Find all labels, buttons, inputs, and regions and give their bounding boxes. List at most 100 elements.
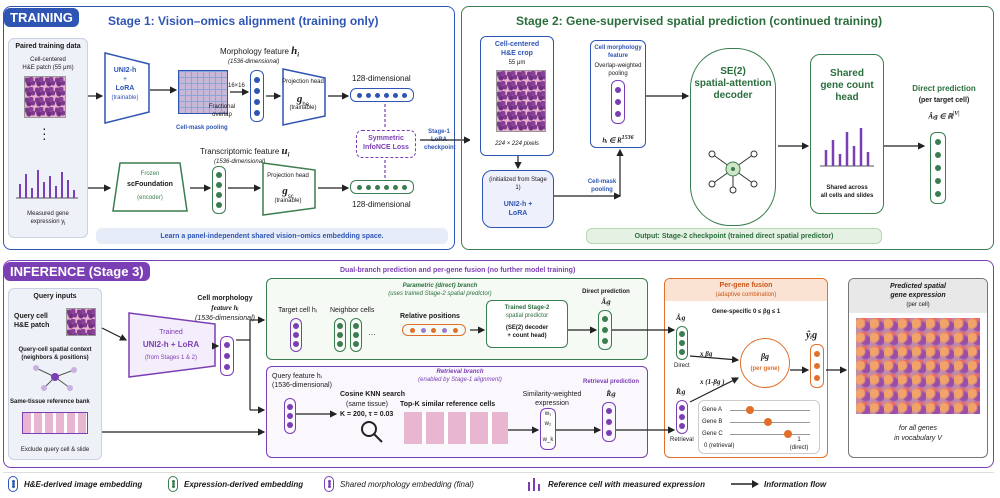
stage2-panel bbox=[461, 6, 994, 250]
gene-spec: Gene-specific 0 ≤ βg ≤ 1 bbox=[712, 309, 781, 315]
training-footer-box bbox=[96, 228, 448, 244]
inference-tag: INFERENCE (Stage 3) bbox=[4, 262, 150, 281]
gene-a: Gene A bbox=[702, 407, 723, 413]
w1: w₁ bbox=[544, 411, 552, 417]
morph-feature-label: Morphology feature hi bbox=[220, 46, 299, 61]
morph-feat2: feature bbox=[607, 53, 628, 59]
sim2: expression bbox=[535, 400, 569, 407]
h-dim: hᵢ ∈ R1536 bbox=[590, 134, 646, 145]
shared2: all cells and slides bbox=[820, 193, 874, 199]
scale0: 0 (retrieval) bbox=[704, 443, 735, 449]
gene-expr-text: expression y bbox=[30, 219, 65, 225]
crop-image bbox=[496, 70, 546, 132]
lora-s2: LoRA bbox=[508, 210, 528, 217]
fusion1: Per-gene fusion bbox=[719, 282, 773, 289]
y-vector bbox=[810, 344, 824, 388]
frozen-label: Frozen bbox=[140, 171, 160, 177]
morph-vector bbox=[250, 70, 264, 122]
morph-dim: (1536-dimensional) bbox=[228, 59, 280, 65]
gene-expr-label2: expression yi bbox=[8, 218, 88, 228]
uni-plus: + bbox=[122, 76, 128, 83]
g-sc-sub: sc bbox=[287, 194, 294, 201]
rel-pos-vector bbox=[402, 324, 466, 336]
cmf3: (1536-dimensional) bbox=[195, 315, 255, 322]
direct-formula-text: Âᵢg ∈ ℝ bbox=[928, 112, 953, 121]
neighbor-vec2 bbox=[350, 318, 362, 352]
direct2: (per target cell) bbox=[918, 97, 970, 104]
stage2-arrows bbox=[514, 92, 926, 200]
mask-pool1: Cell-mask bbox=[587, 179, 617, 185]
direct-vector bbox=[930, 132, 946, 204]
ts2-box bbox=[486, 300, 568, 348]
loss-box bbox=[356, 130, 416, 158]
scale1: 1 bbox=[797, 437, 801, 443]
legend-flow: Information flow bbox=[764, 480, 827, 489]
legend-he: H&E-derived image embedding bbox=[24, 480, 143, 489]
trained-encoder-shape bbox=[128, 312, 216, 378]
stage2-footer: Output: Stage-2 checkpoint (trained dire… bbox=[634, 233, 834, 240]
training-arrows bbox=[88, 86, 470, 192]
gene-expr-sub: i bbox=[64, 221, 66, 228]
y-sym: ŷᵢg bbox=[806, 330, 818, 341]
x-beta: x βg bbox=[700, 350, 713, 358]
pred3: (per cell) bbox=[906, 302, 930, 308]
ckpt-label3: checkpoint bbox=[424, 145, 456, 151]
all-genes2: in vocabulary V bbox=[894, 435, 942, 442]
inference-subtitle: Dual-branch prediction and per-gene fusi… bbox=[340, 267, 576, 274]
pred2: gene expression bbox=[890, 292, 946, 299]
uni-stage2-box bbox=[482, 170, 554, 228]
trained-from: (from Stages 1 & 2) bbox=[144, 355, 198, 361]
ts2-1: Trained Stage-2 bbox=[504, 305, 550, 311]
param2: (uses trained Stage-2 spatial predictor) bbox=[388, 291, 492, 297]
he-patch-image bbox=[24, 76, 66, 118]
cmf-vector bbox=[220, 336, 234, 376]
paired-title: Paired training data bbox=[15, 43, 81, 50]
trained-uni: UNI2-h + LoRA bbox=[142, 340, 200, 349]
cmf2: feature hᵢ bbox=[211, 304, 239, 312]
g-he-sub: he bbox=[302, 102, 310, 109]
target-cell: Target cell hᵢ bbox=[278, 307, 317, 314]
crop-title1: Cell-centered bbox=[494, 41, 540, 48]
gene-expression-bars bbox=[16, 170, 78, 199]
proj-he-trainable: (trainable) bbox=[289, 105, 317, 111]
legend-shared-icon bbox=[324, 476, 334, 492]
per-gene: (per gene) bbox=[750, 366, 780, 372]
scale1b: (direct) bbox=[789, 445, 809, 451]
training-panel bbox=[3, 6, 455, 250]
se2-graph bbox=[708, 150, 758, 194]
crop-title2: H&E crop bbox=[501, 50, 533, 57]
slider-track-c bbox=[730, 434, 810, 435]
gene-expr-label: Measured gene bbox=[27, 211, 69, 217]
spatial2: (neighbors & positions) bbox=[21, 355, 89, 361]
ts2-4: + count head) bbox=[507, 333, 547, 339]
se2-2: spatial-attention bbox=[694, 78, 772, 89]
proj-sc-trainable: (trainable) bbox=[274, 198, 302, 204]
head1: Shared bbox=[830, 68, 864, 79]
stage2-footer-box bbox=[586, 228, 882, 244]
slider-track-a bbox=[730, 410, 810, 411]
training-footer: Learn a panel-independent shared vision–… bbox=[160, 233, 384, 240]
legend-shared: Shared morphology embedding (final) bbox=[340, 480, 474, 489]
grid-label: 16×16 bbox=[228, 83, 245, 89]
morph-feat-vector bbox=[611, 80, 625, 124]
ret2: (enabled by Stage-1 alignment) bbox=[418, 377, 502, 383]
legend-ref: Reference cell with measured expression bbox=[548, 480, 705, 489]
r-vector bbox=[676, 400, 688, 434]
all-genes1: for all genes bbox=[898, 425, 938, 432]
head3: head bbox=[835, 92, 859, 103]
cell-mask-pool: Cell-mask pooling bbox=[176, 125, 228, 131]
pred1: Predicted spatial bbox=[889, 283, 947, 290]
he-embed-vector bbox=[350, 88, 414, 102]
weights-box bbox=[540, 408, 556, 450]
frac-overlap: Fractional overlap bbox=[208, 104, 236, 118]
training-tag: TRAINING bbox=[4, 8, 79, 27]
neighbor-ellipsis: … bbox=[368, 328, 376, 337]
paired-data-box bbox=[8, 38, 88, 238]
query-cell2: H&E patch bbox=[14, 322, 50, 329]
ts2-2: spatial predictor bbox=[505, 313, 549, 319]
neighbor-vec1 bbox=[334, 318, 346, 352]
uni-trainable: (trainable) bbox=[111, 95, 139, 101]
inference-panel bbox=[3, 260, 994, 468]
legend-he-icon bbox=[8, 476, 18, 492]
spatial1: Query-cell spatial context bbox=[18, 347, 92, 353]
